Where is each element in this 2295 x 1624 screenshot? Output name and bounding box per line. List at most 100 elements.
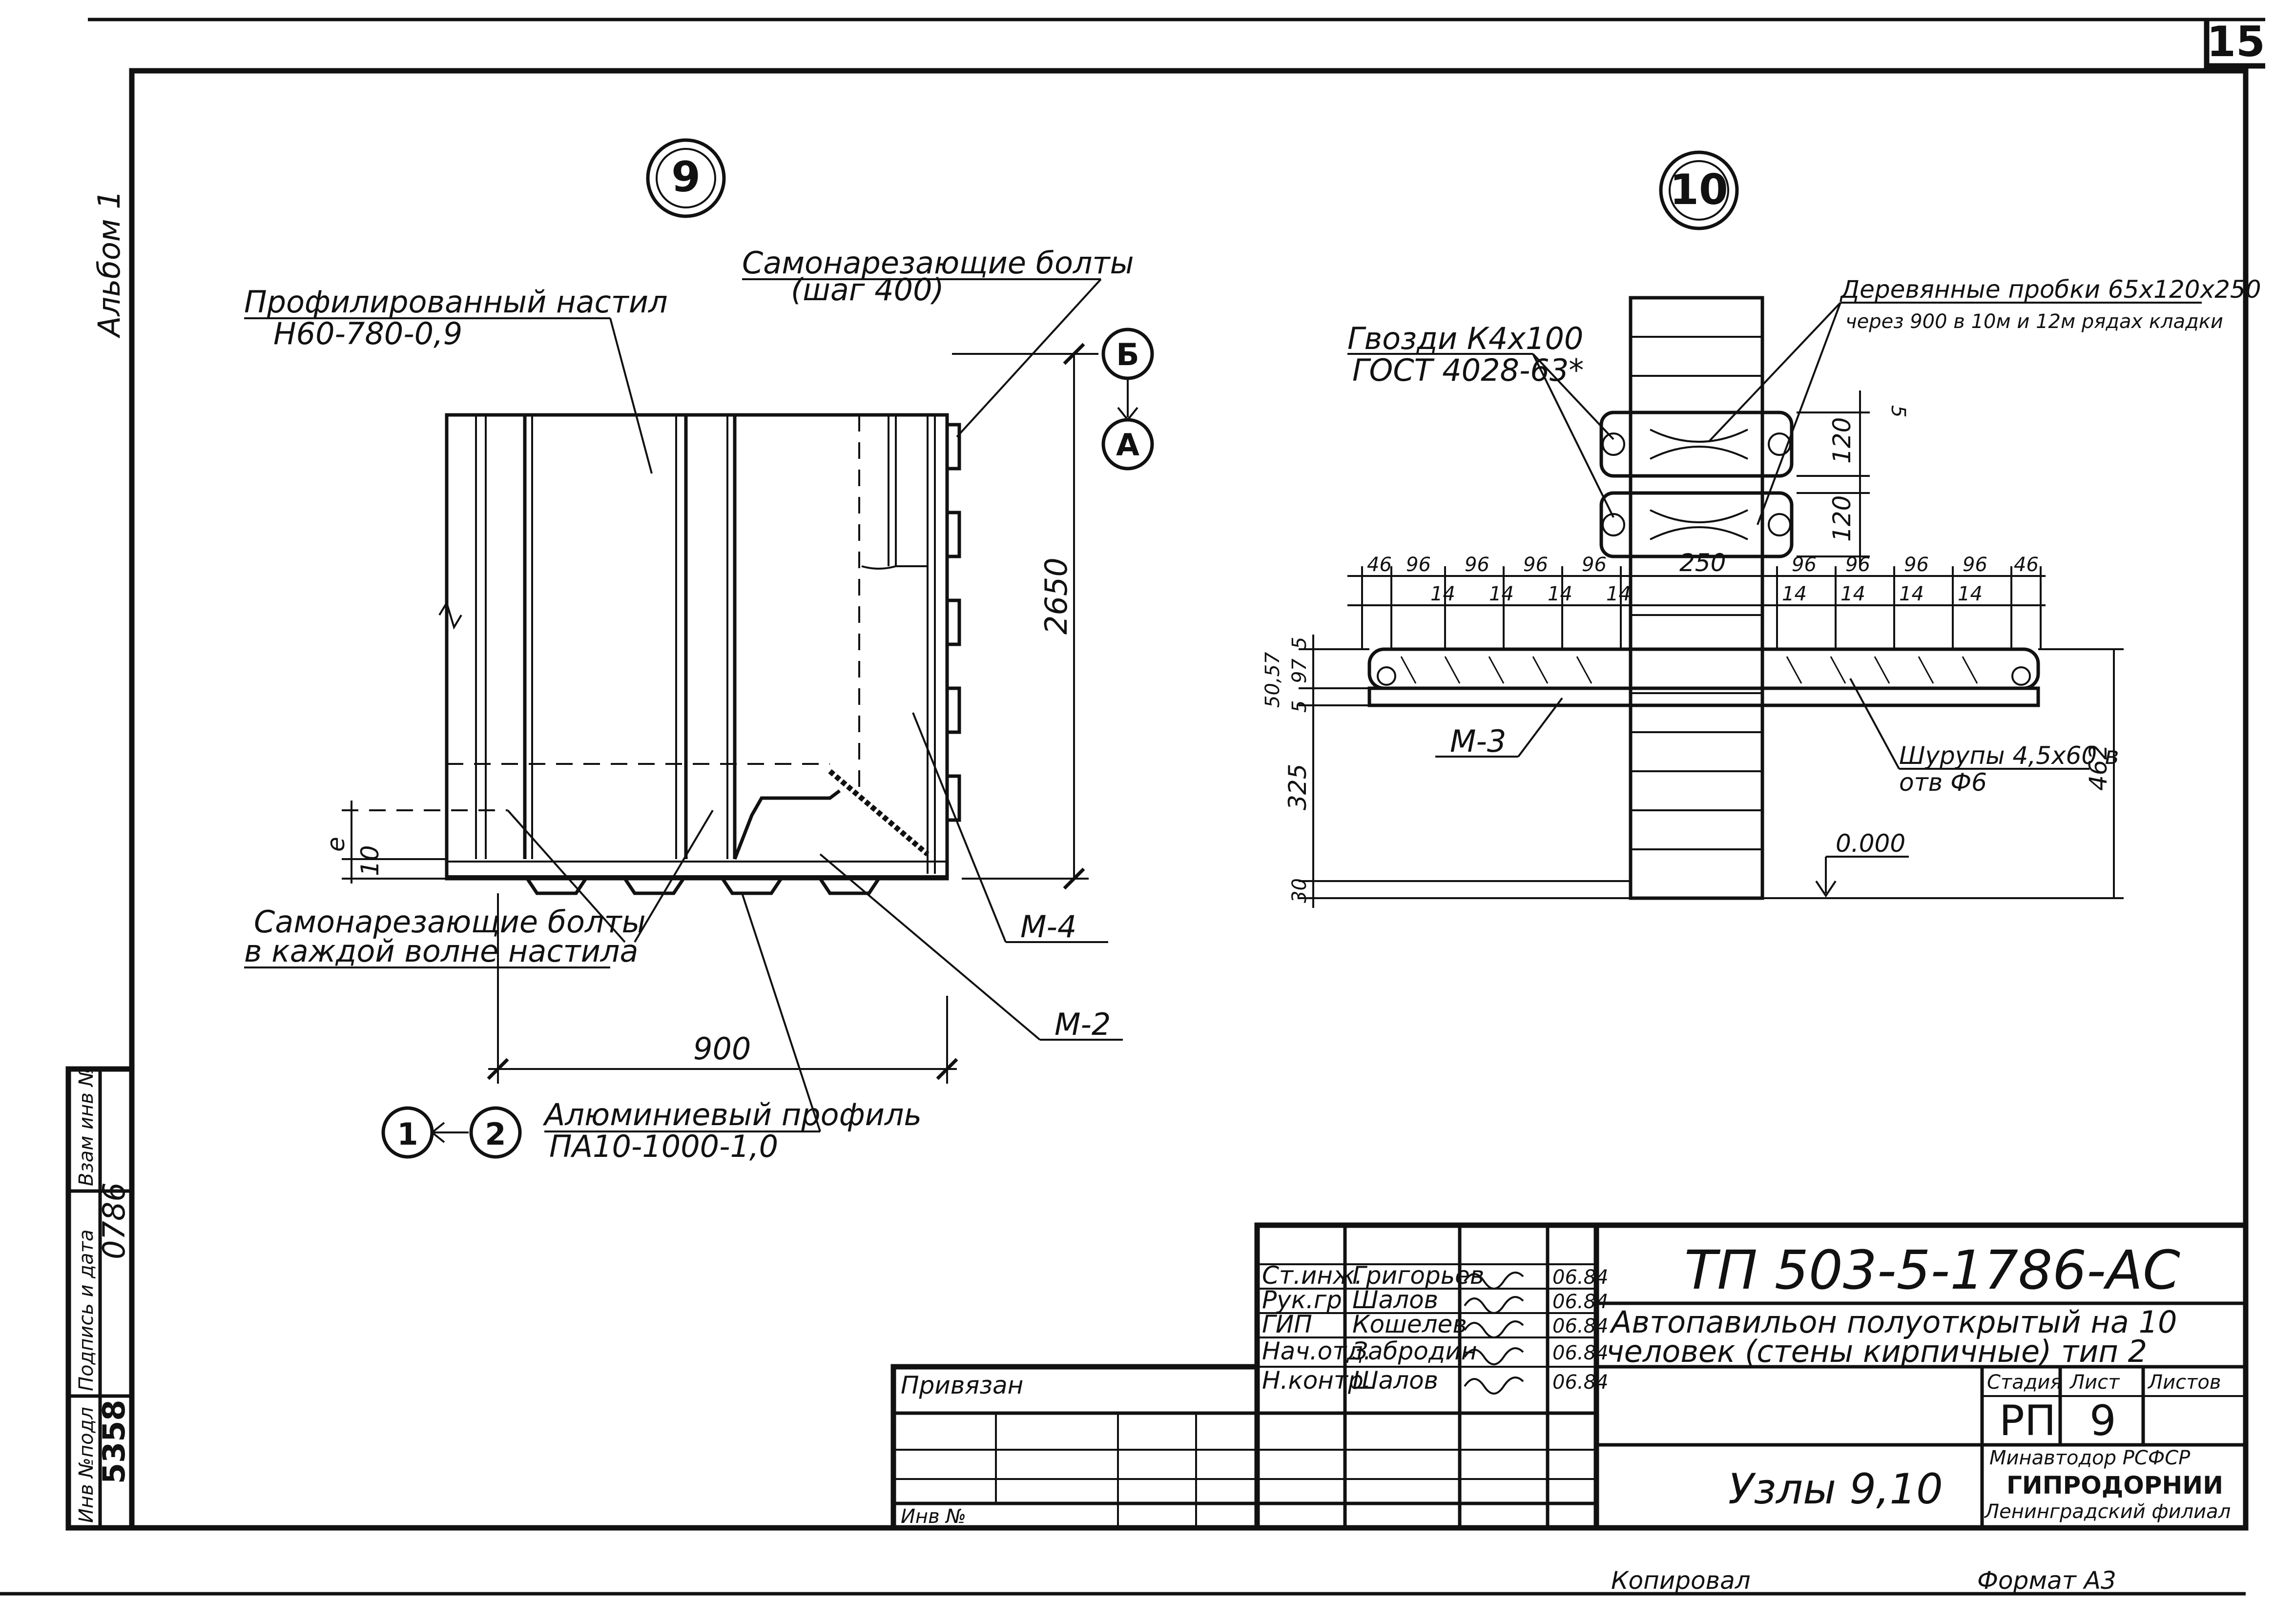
title-block: Привязан Инв № Ст.инж. Григорьев 06.84 Р…: [890, 1222, 2246, 1528]
corrugated-edge: [945, 423, 961, 874]
dim-v-5b: 5: [1288, 700, 1311, 713]
sheet-name: Узлы 9,10: [1728, 1465, 1943, 1514]
break-mark: [438, 600, 462, 630]
dim-14: 14: [1782, 583, 1807, 605]
dim-120-top: 120: [1828, 417, 1856, 464]
title-line-1: Автопавильон полуоткрытый на 10: [1609, 1304, 2177, 1340]
dim-small-10: 10: [356, 845, 384, 876]
format-label: Формат А3: [1977, 1566, 2116, 1595]
replace-inv-label: Взам инв №: [75, 1066, 98, 1186]
node-9-marker-inner: [656, 148, 716, 208]
wood-plugs-leader: [1757, 302, 1841, 525]
brick-wall: [1629, 296, 1764, 900]
dim-v-5: 5: [1288, 637, 1311, 649]
nail-head: [1768, 432, 1791, 456]
copied-by: Копировал: [1611, 1566, 1751, 1595]
profile-leader: [741, 893, 821, 1132]
signature: [1464, 1320, 1524, 1338]
staff-date: 06.84: [1552, 1342, 1609, 1364]
weld-seam: [828, 769, 930, 857]
m4-label: М-4: [1020, 909, 1076, 945]
m4-leader: [912, 712, 1007, 943]
dim-top-96: 96: [1582, 554, 1607, 576]
tick: [1063, 343, 1085, 365]
ref-1: 1: [397, 1116, 418, 1152]
level-value: 0.000: [1836, 829, 1905, 858]
node-10-marker-inner: [1669, 160, 1729, 221]
staff-name: Кошелев: [1352, 1310, 1467, 1338]
nails-leader: [1532, 353, 1614, 440]
staff-name: Шалов: [1352, 1366, 1438, 1395]
deck-label: Профилированный настил: [244, 284, 668, 320]
axis-b: Б: [1116, 337, 1139, 372]
inv-no-label: Инв №: [901, 1505, 966, 1528]
deck-label-code: Н60-780-0,9: [273, 316, 462, 351]
wood-plugs-leader: [1708, 302, 1841, 443]
dim-120-bottom: 120: [1828, 495, 1856, 542]
signature: [1464, 1347, 1524, 1365]
sheets-header: Листов: [2147, 1371, 2221, 1394]
staff-role: Н.контр.: [1262, 1366, 1371, 1395]
node-9-marker-outer: [646, 138, 726, 218]
staff-date: 06.84: [1552, 1315, 1609, 1337]
bottom-bolts-leader: [507, 809, 626, 943]
dim-v-30: 30: [1288, 878, 1311, 903]
nails-gost: ГОСТ 4028-63*: [1352, 352, 1584, 388]
title-block-frame: [1254, 1222, 2246, 1528]
torn-edge: [861, 565, 928, 570]
binding-frame: [890, 1364, 1257, 1528]
bottom-plate: [446, 861, 948, 877]
nails-label: Гвозди К4х100: [1347, 321, 1583, 356]
node-10-marker-outer: [1659, 150, 1739, 230]
top-bolts-label: Самонарезающие болты: [742, 245, 1134, 281]
staff-role: Ст.инж.: [1262, 1261, 1363, 1290]
dim-right-462: 462: [2084, 744, 2112, 791]
dim-14: 14: [1548, 583, 1572, 605]
beam-plate: [1367, 686, 2040, 707]
m3-leader: [1517, 697, 1563, 758]
aluminium-profile: [447, 877, 947, 895]
staff-role: Рук.гр.: [1262, 1286, 1350, 1314]
date-value: 0786: [96, 1182, 132, 1259]
org-line-1: Минавтодор РСФСР: [1989, 1447, 2191, 1469]
dim-14: 14: [1840, 583, 1865, 605]
main-frame: [129, 68, 2249, 1531]
signature: [1464, 1377, 1524, 1395]
sign-date-label: Подпись и дата: [75, 1230, 98, 1391]
album-label: Альбом 1: [91, 190, 127, 339]
level-arrow: [1815, 880, 1837, 898]
bottom-bolts-label: Самонарезающие болты: [254, 904, 646, 940]
page-number: 15: [2207, 18, 2265, 66]
screws-label: Шурупы 4,5х60 в: [1899, 741, 2119, 770]
dim-14: 14: [1489, 583, 1514, 605]
m3-label: М-3: [1450, 723, 1506, 759]
ref-2: 2: [485, 1116, 506, 1152]
dim-top-96: 96: [1904, 554, 1929, 576]
dim-top-96: 96: [1845, 554, 1870, 576]
sheet-header: Лист: [2069, 1371, 2120, 1394]
profile-code: ПА10-1000-1,0: [549, 1129, 778, 1164]
nail-head: [1602, 513, 1625, 536]
staff-name: Григорьев: [1352, 1261, 1484, 1290]
bound-label: Привязан: [901, 1371, 1023, 1399]
node-10-marker: 10: [1670, 165, 1728, 214]
dim-top-96: 96: [1465, 554, 1489, 576]
staff-name: Шалов: [1352, 1286, 1438, 1314]
dim-14: 14: [1958, 583, 1983, 605]
wood-plugs-label: Деревянные пробки 65х120х250: [1840, 275, 2261, 304]
staff-role: Нач.отд.: [1262, 1337, 1371, 1365]
m2-label: М-2: [1054, 1007, 1111, 1042]
org-line-2: ГИПРОДОРНИИ: [2006, 1471, 2223, 1500]
side-stamp: Взам инв № Подпись и дата Инв №подл 0786…: [65, 1066, 135, 1531]
tick: [936, 1058, 958, 1080]
bottom-bolts-label-2: в каждой волне настила: [244, 933, 638, 969]
wood-plug-upper: [1599, 411, 1794, 478]
node-9-detail: 9 Профилированный настил Н60-780-0,: [244, 138, 1154, 1164]
m2-leader: [819, 853, 1041, 1041]
signature: [1464, 1296, 1524, 1314]
staff-date: 06.84: [1552, 1266, 1609, 1289]
nails-leader: [1532, 353, 1614, 518]
dim-top-250: 250: [1679, 549, 1726, 577]
dim-small-e: е: [322, 837, 350, 852]
